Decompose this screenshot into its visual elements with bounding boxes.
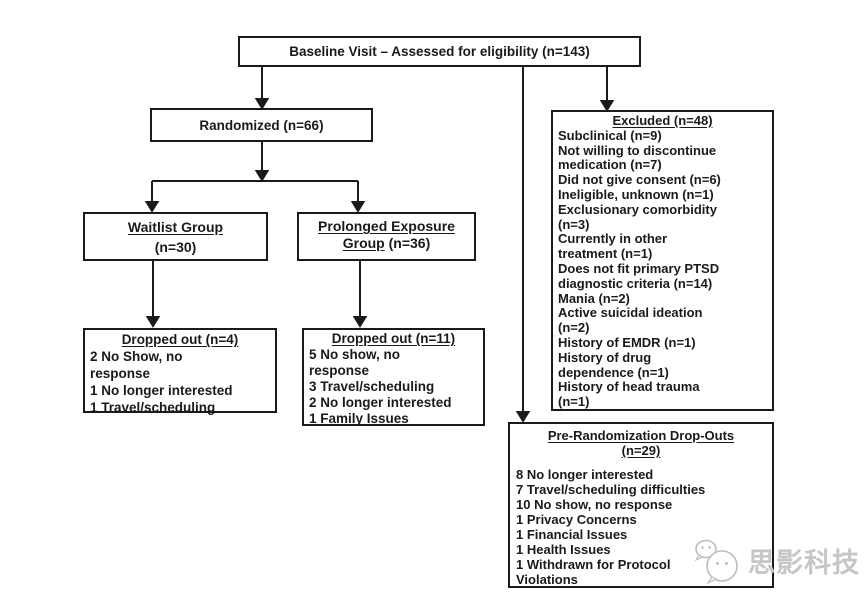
list-item: Active suicidal ideation (n=2) xyxy=(558,305,703,336)
list-item: 7 Travel/scheduling difficulties xyxy=(516,482,706,497)
waitlist-group-title: Waitlist Group xyxy=(127,219,224,235)
list-item: 2 No Show, no response xyxy=(90,349,183,381)
pe-group-title-line2: Group (n=36) xyxy=(299,235,474,252)
dropped-out-pe-title: Dropped out (n=11) xyxy=(331,331,456,346)
excluded-items: Subclinical (n=9)Not willing to disconti… xyxy=(558,127,767,410)
list-item: Subclinical (n=9) xyxy=(558,127,662,143)
baseline-visit-box: Baseline Visit – Assessed for eligibilit… xyxy=(238,36,641,67)
list-item: 1 Privacy Concerns xyxy=(516,512,637,527)
list-item: 10 No show, no response xyxy=(516,497,673,512)
list-item: Ineligible, unknown (n=1) xyxy=(558,186,714,202)
list-item: Does not fit primary PTSD diagnostic cri… xyxy=(558,260,720,291)
list-item: History of drug dependence (n=1) xyxy=(558,349,669,380)
prolonged-exposure-group-box: Prolonged Exposure Group (n=36) xyxy=(297,212,476,261)
arrowhead xyxy=(254,170,270,182)
pre-randomization-title-line2: (n=29) xyxy=(621,443,661,458)
list-item: 1 Financial Issues xyxy=(516,527,628,542)
list-item: Not willing to discontinue medication (n… xyxy=(558,142,717,173)
randomized-label: Randomized (n=66) xyxy=(199,117,324,133)
baseline-visit-label: Baseline Visit – Assessed for eligibilit… xyxy=(289,44,590,59)
list-item: 1 Travel/scheduling xyxy=(90,400,216,415)
excluded-box: Excluded (n=48) Subclinical (n=9)Not wil… xyxy=(551,110,774,411)
waitlist-group-count: (n=30) xyxy=(154,239,197,255)
dropped-out-pe-box: Dropped out (n=11) 5 No show, no respons… xyxy=(302,328,485,426)
list-item: 5 No show, no response xyxy=(309,347,400,378)
list-item: 8 No longer interested xyxy=(516,467,654,482)
list-item: History of EMDR (n=1) xyxy=(558,334,696,350)
dropped-out-waitlist-items: 2 No Show, no response 1 No longer intere… xyxy=(90,348,270,416)
list-item: 1 No longer interested xyxy=(90,383,233,398)
pe-group-title-line1: Prolonged Exposure xyxy=(318,218,455,234)
list-item: Exclusionary comorbidity (n=3) xyxy=(558,201,717,232)
arrowhead xyxy=(144,201,160,213)
arrowhead xyxy=(254,98,270,110)
arrowhead xyxy=(352,316,368,328)
watermark: 思影科技 xyxy=(692,533,860,587)
arrowhead xyxy=(599,100,615,112)
watermark-text: 思影科技 xyxy=(748,547,860,578)
randomized-box: Randomized (n=66) xyxy=(150,108,373,142)
waitlist-group-box: Waitlist Group (n=30) xyxy=(83,212,268,261)
list-item: 1 Family Issues xyxy=(309,411,409,426)
pre-randomization-dropouts-box: Pre-Randomization Drop-Outs (n=29) 8 No … xyxy=(508,422,774,588)
dropped-out-waitlist-box: Dropped out (n=4) 2 No Show, no response… xyxy=(83,328,277,416)
list-item: Currently in other treatment (n=1) xyxy=(558,231,668,262)
arrowhead xyxy=(145,316,161,328)
list-item: 2 No longer interested xyxy=(309,395,452,410)
dropped-out-waitlist-title: Dropped out (n=4) xyxy=(121,332,239,347)
arrowhead xyxy=(515,411,531,423)
list-item: 1 Withdrawn for Protocol Violations xyxy=(516,557,671,587)
pe-group-count: (n=36) xyxy=(388,235,431,251)
pre-randomization-title-line1: Pre-Randomization Drop-Outs xyxy=(547,428,735,443)
wechat-icon xyxy=(694,539,738,585)
arrowhead xyxy=(350,201,366,213)
list-item: 3 Travel/scheduling xyxy=(309,379,435,394)
list-item: Did not give consent (n=6) xyxy=(558,172,721,188)
excluded-title: Excluded (n=48) xyxy=(612,113,713,128)
pe-group-title-word: Group xyxy=(342,235,385,251)
list-item: Mania (n=2) xyxy=(558,290,630,306)
list-item: 1 Health Issues xyxy=(516,542,611,557)
list-item: History of head trauma (n=1) xyxy=(558,379,700,410)
